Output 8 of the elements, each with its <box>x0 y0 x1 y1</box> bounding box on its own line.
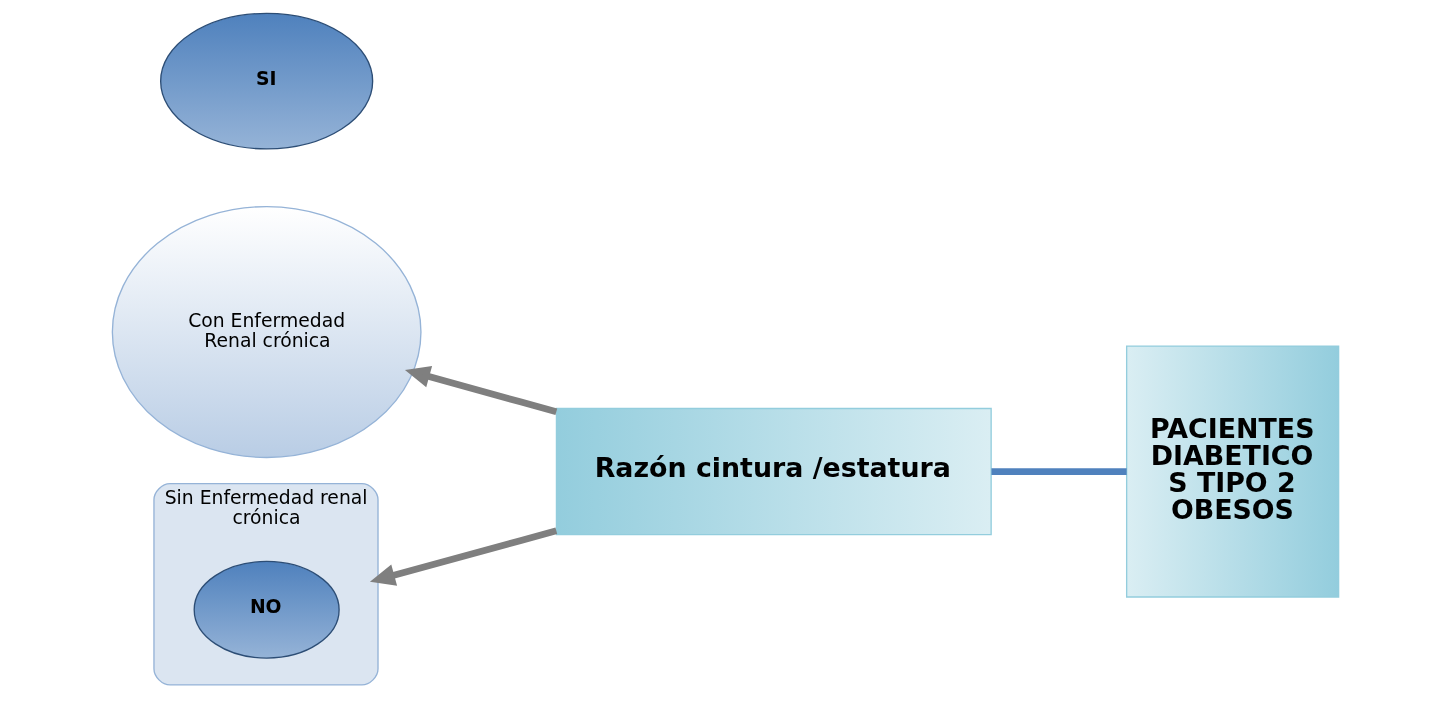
node-box: PACIENTES DIABETICO S TIPO 2 OBESOS <box>1125 345 1339 598</box>
node-ellipse: Con Enfermedad Renal crónica <box>111 205 422 459</box>
node-box: Razón cintura /estatura <box>555 407 992 536</box>
node-ellipse: SI <box>159 12 373 150</box>
node-ellipse: NO <box>193 560 340 659</box>
connector <box>990 468 1127 475</box>
arrow <box>404 366 557 415</box>
arrow <box>369 527 557 586</box>
